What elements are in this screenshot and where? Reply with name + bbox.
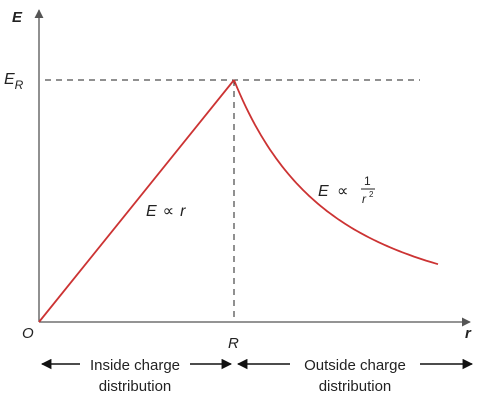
x-axis-label: r	[465, 325, 472, 342]
outside-inverse-square-curve	[233, 79, 439, 266]
inside-formula-lhs: E	[146, 203, 157, 220]
er-label-main: E	[4, 71, 15, 88]
y-axis-label: E	[12, 9, 23, 26]
inside-formula-op: ∝	[163, 203, 174, 220]
inside-formula-rhs: r	[180, 203, 186, 220]
inside-formula: E ∝ r	[146, 203, 186, 220]
outside-formula: E ∝ 1 r 2	[318, 174, 375, 206]
outside-formula-op: ∝	[337, 183, 348, 200]
inside-region-label-line2: distribution	[99, 378, 172, 395]
origin-label: O	[22, 325, 34, 342]
er-label-sub: R	[15, 78, 24, 92]
outside-formula-num: 1	[364, 174, 371, 188]
r-tick-label: R	[228, 335, 239, 352]
outside-region-label-line2: distribution	[319, 378, 392, 395]
outside-formula-lhs: E	[318, 183, 329, 200]
inside-region-label-line1: Inside charge	[90, 357, 180, 374]
inside-linear-curve	[38, 79, 235, 323]
outside-region-label-line1: Outside charge	[304, 357, 406, 374]
outside-formula-exp: 2	[369, 190, 374, 199]
er-label: ER	[4, 71, 24, 92]
outside-formula-den: r	[362, 192, 367, 206]
